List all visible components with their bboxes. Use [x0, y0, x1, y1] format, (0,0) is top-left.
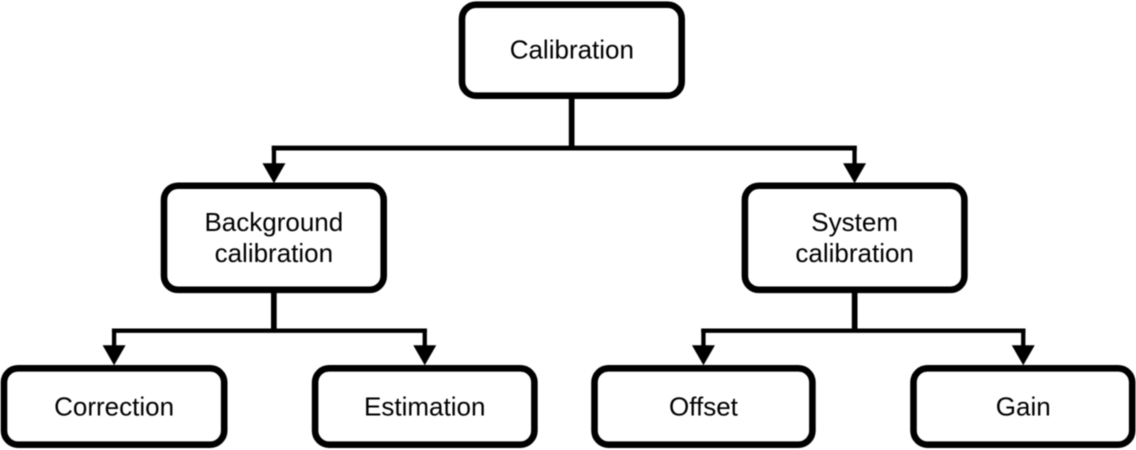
svg-text:System: System: [811, 207, 898, 237]
svg-text:calibration: calibration: [215, 238, 334, 268]
svg-text:Gain: Gain: [996, 392, 1051, 422]
svg-text:Background: Background: [204, 207, 343, 237]
svg-text:calibration: calibration: [795, 238, 914, 268]
svg-text:Offset: Offset: [669, 392, 739, 422]
svg-text:Correction: Correction: [54, 392, 174, 422]
svg-text:Estimation: Estimation: [364, 392, 485, 422]
svg-text:Calibration: Calibration: [510, 35, 634, 65]
